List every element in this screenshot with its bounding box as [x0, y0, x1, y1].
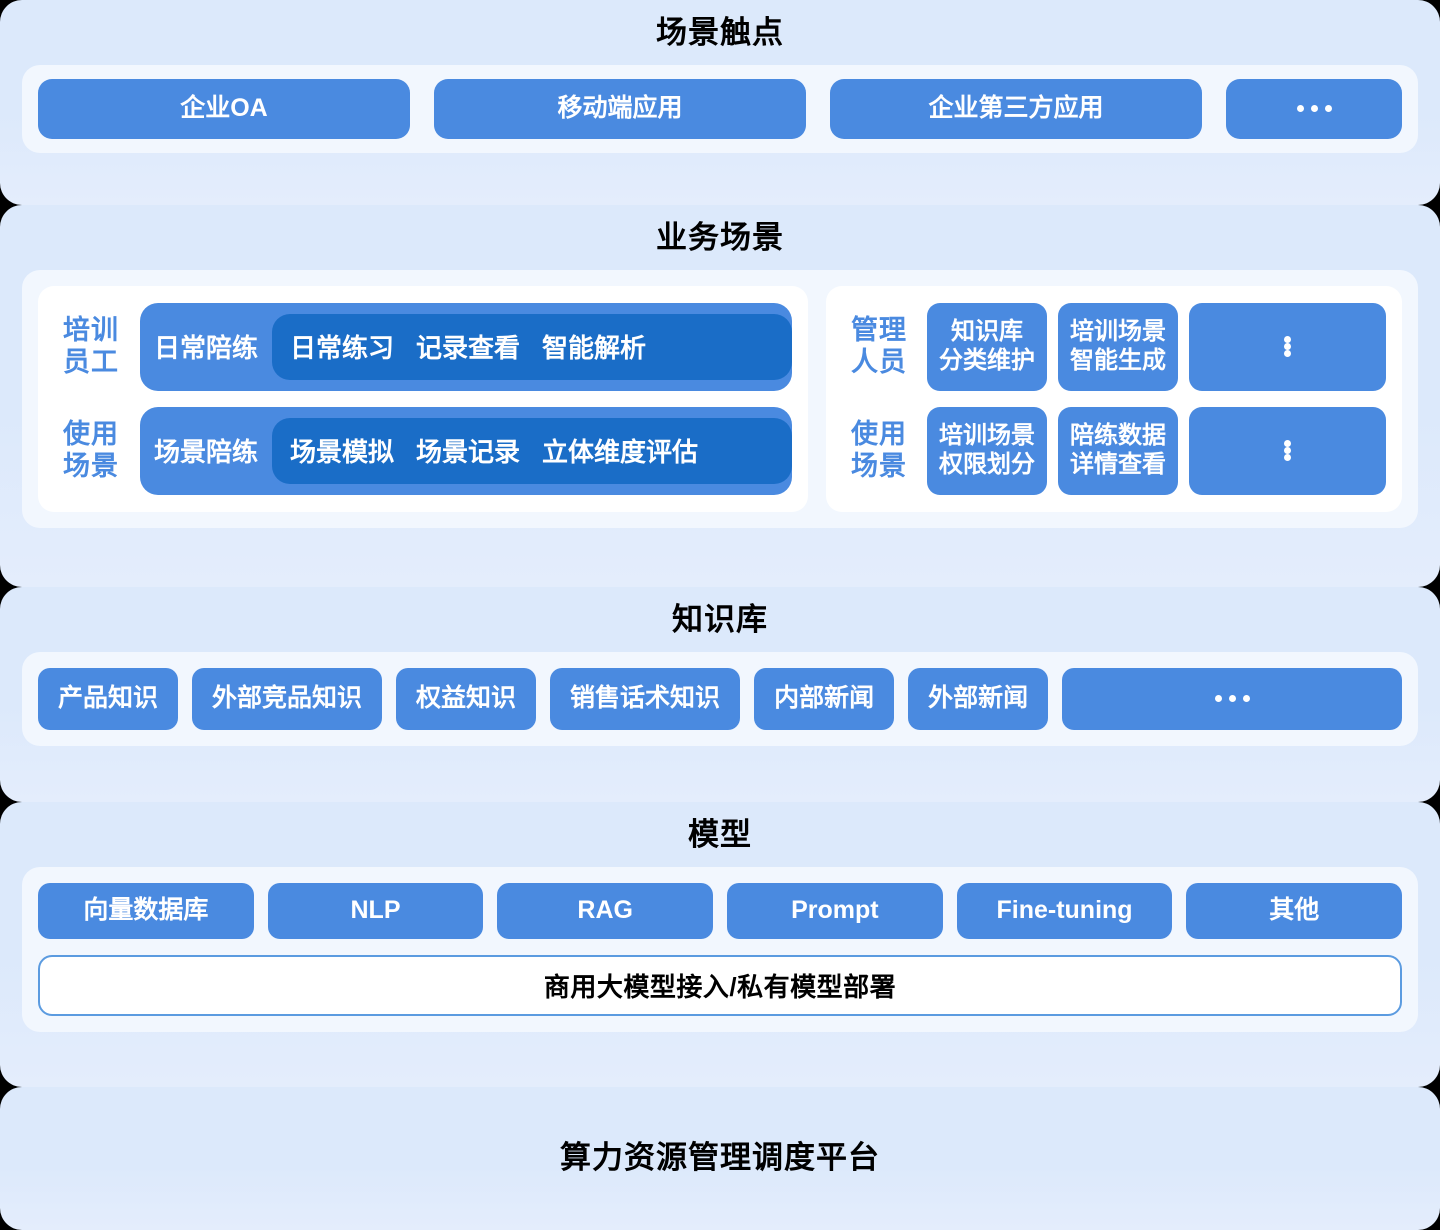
- chip-training-scenario-permission[interactable]: 培训场景 权限划分: [927, 406, 1047, 495]
- page-title-touchpoints: 场景触点: [656, 15, 784, 50]
- row-usage-scenario-left: 使用 场景 场景陪练 场景模拟 场景记录 立体维度评估: [54, 406, 792, 495]
- item-scenario-record[interactable]: 场景记录: [416, 437, 521, 468]
- item-daily-practice[interactable]: 日常练习: [290, 333, 395, 364]
- panel-model: 模型 向量数据库 NLP RAG Prompt Fine-tuning 其他 商…: [0, 802, 1440, 1087]
- section-model: 模型 向量数据库 NLP RAG Prompt Fine-tuning 其他 商…: [0, 802, 1440, 1087]
- chip-line1: 培训场景: [1070, 318, 1166, 346]
- page-title-business: 业务场景: [656, 220, 784, 255]
- row-label-line2: 场景: [63, 450, 119, 481]
- item-multidimensional-evaluation[interactable]: 立体维度评估: [542, 437, 699, 468]
- item-smart-analysis[interactable]: 智能解析: [542, 333, 647, 364]
- chip-external-news[interactable]: 外部新闻: [908, 667, 1049, 730]
- chip-line2: 详情查看: [1070, 450, 1166, 478]
- page-title-knowledge: 知识库: [672, 602, 768, 637]
- panel-compute: 算力资源管理调度平台: [0, 1087, 1440, 1230]
- ellipsis-icon: [1214, 695, 1250, 703]
- section-knowledge-base: 知识库 产品知识 外部竞品知识 权益知识 销售话术知识 内部新闻 外部新闻: [0, 587, 1440, 802]
- pill-scenario-coaching[interactable]: 场景陪练 场景模拟 场景记录 立体维度评估: [140, 406, 792, 495]
- row-label-line1: 使用: [63, 419, 119, 450]
- panel-knowledge: 知识库 产品知识 外部竞品知识 权益知识 销售话术知识 内部新闻 外部新闻: [0, 587, 1440, 802]
- page-title-compute: 算力资源管理调度平台: [560, 1140, 880, 1176]
- row-label-admin-staff: 管理 人员: [842, 315, 916, 378]
- row-label-line2: 场景: [851, 450, 907, 481]
- inner-pill-scenario-coaching-items: 场景模拟 场景记录 立体维度评估: [272, 417, 792, 484]
- pill-daily-coaching[interactable]: 日常陪练 日常练习 记录查看 智能解析: [140, 302, 792, 391]
- section-compute-platform: 算力资源管理调度平台: [0, 1087, 1440, 1230]
- subcard-admin: 管理 人员 知识库 分类维护 培训场景 智能生成: [826, 285, 1402, 512]
- row-label-line2: 员工: [63, 346, 119, 377]
- row-usage-scenario-right: 使用 场景 培训场景 权限划分 陪练数据 详情查看: [842, 406, 1386, 495]
- chip-internal-news[interactable]: 内部新闻: [754, 667, 895, 730]
- row-label-line2: 人员: [851, 346, 907, 377]
- chip-vector-database[interactable]: 向量数据库: [38, 882, 254, 939]
- chip-enterprise-oa[interactable]: 企业OA: [38, 78, 410, 139]
- row-label-line1: 管理: [851, 315, 907, 346]
- chip-benefits-knowledge[interactable]: 权益知识: [396, 667, 537, 730]
- chip-line2: 分类维护: [939, 346, 1035, 374]
- chip-kb-category-maintenance[interactable]: 知识库 分类维护: [927, 302, 1047, 391]
- row-label-line1: 使用: [851, 419, 907, 450]
- ellipsis-icon: [1284, 336, 1291, 358]
- row-label-usage-scenario-right: 使用 场景: [842, 419, 916, 482]
- chip-line1: 陪练数据: [1070, 422, 1166, 450]
- card-model: 向量数据库 NLP RAG Prompt Fine-tuning 其他 商用大模…: [22, 866, 1418, 1032]
- chip-sales-script-knowledge[interactable]: 销售话术知识: [550, 667, 741, 730]
- chip-other[interactable]: 其他: [1186, 882, 1403, 939]
- item-scenario-simulation[interactable]: 场景模拟: [290, 437, 395, 468]
- chip-line1: 知识库: [951, 318, 1023, 346]
- row-label-training-employee: 培训 员工: [54, 315, 128, 378]
- chip-more-usage-scenario[interactable]: [1189, 406, 1386, 495]
- card-business: 培训 员工 日常陪练 日常练习 记录查看 智能解析: [22, 269, 1418, 528]
- card-knowledge: 产品知识 外部竞品知识 权益知识 销售话术知识 内部新闻 外部新闻: [22, 651, 1418, 746]
- chip-more-touchpoints[interactable]: [1226, 78, 1402, 139]
- chip-line2: 智能生成: [1070, 346, 1166, 374]
- model-deployment-box: 商用大模型接入/私有模型部署: [38, 954, 1402, 1016]
- chip-third-party-app[interactable]: 企业第三方应用: [830, 78, 1202, 139]
- inner-pill-daily-coaching-items: 日常练习 记录查看 智能解析: [272, 313, 792, 380]
- card-touchpoints: 企业OA 移动端应用 企业第三方应用: [22, 64, 1418, 153]
- row-training-employee: 培训 员工 日常陪练 日常练习 记录查看 智能解析: [54, 302, 792, 391]
- section-business-scenarios: 业务场景 培训 员工 日常陪练 日常练习 记录查看: [0, 205, 1440, 587]
- subcard-trainee: 培训 员工 日常陪练 日常练习 记录查看 智能解析: [38, 285, 808, 512]
- chip-product-knowledge[interactable]: 产品知识: [38, 667, 179, 730]
- chip-more-knowledge[interactable]: [1062, 667, 1402, 730]
- item-record-view[interactable]: 记录查看: [416, 333, 521, 364]
- panel-touchpoints: 场景触点 企业OA 移动端应用 企业第三方应用: [0, 0, 1440, 205]
- chip-coaching-data-detail[interactable]: 陪练数据 详情查看: [1058, 406, 1178, 495]
- chip-line1: 培训场景: [939, 422, 1035, 450]
- chip-nlp[interactable]: NLP: [267, 882, 484, 939]
- chip-more-admin[interactable]: [1189, 302, 1386, 391]
- row-admin-staff: 管理 人员 知识库 分类维护 培训场景 智能生成: [842, 302, 1386, 391]
- row-label-line1: 培训: [63, 315, 119, 346]
- model-chip-row: 向量数据库 NLP RAG Prompt Fine-tuning 其他: [38, 882, 1403, 939]
- chip-fine-tuning[interactable]: Fine-tuning: [956, 882, 1173, 939]
- pill-lead-daily-coaching: 日常陪练: [154, 333, 259, 364]
- ellipsis-icon: [1296, 105, 1332, 113]
- chip-rag[interactable]: RAG: [497, 882, 714, 939]
- chip-mobile-app[interactable]: 移动端应用: [434, 78, 806, 139]
- page-title-model: 模型: [688, 817, 752, 852]
- chip-competitor-knowledge[interactable]: 外部竞品知识: [192, 667, 383, 730]
- row-label-usage-scenario-left: 使用 场景: [54, 419, 128, 482]
- ellipsis-icon: [1284, 440, 1291, 462]
- pill-lead-scenario-coaching: 场景陪练: [154, 437, 259, 468]
- chip-prompt[interactable]: Prompt: [727, 882, 943, 939]
- panel-business: 业务场景 培训 员工 日常陪练 日常练习 记录查看: [0, 205, 1440, 587]
- chip-line2: 权限划分: [939, 450, 1035, 478]
- chip-training-scenario-generation[interactable]: 培训场景 智能生成: [1058, 302, 1178, 391]
- section-touchpoints: 场景触点 企业OA 移动端应用 企业第三方应用: [0, 0, 1440, 205]
